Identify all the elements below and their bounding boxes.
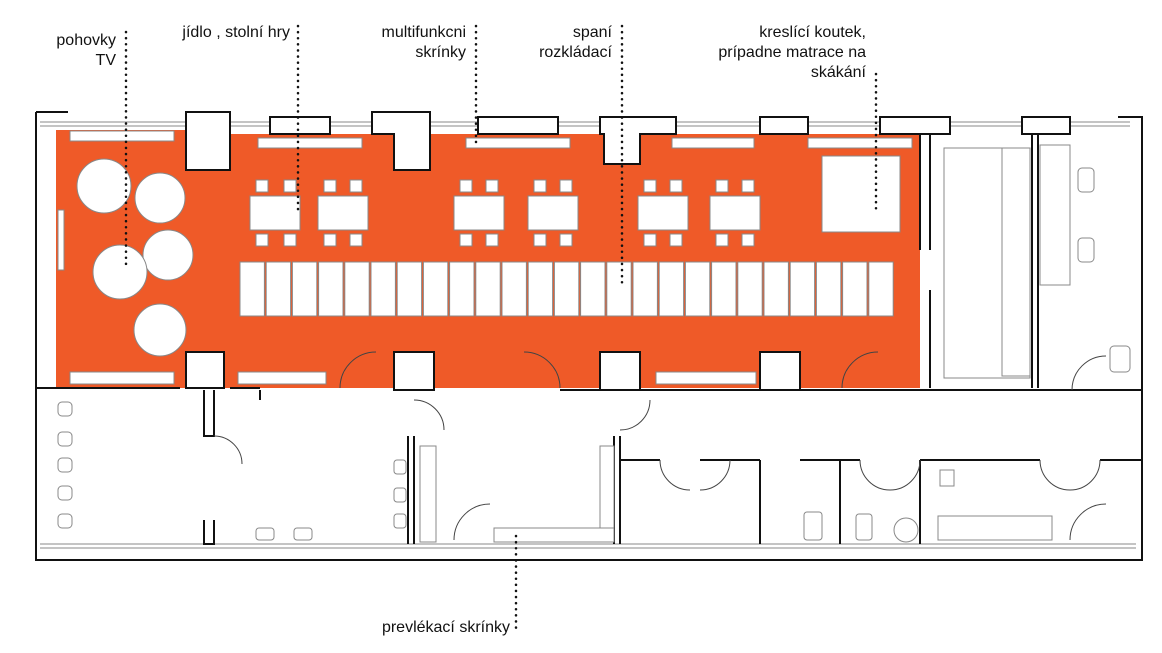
drawing-mat: [821, 155, 901, 233]
doors: [213, 351, 1107, 541]
label-line: spaní: [572, 24, 612, 41]
shelf: [69, 371, 175, 385]
label-pohovky-tv: pohovky TV: [56, 31, 116, 71]
label-line: multifunkcni: [381, 24, 466, 41]
table: [709, 195, 761, 231]
label-line: TV: [95, 52, 116, 69]
shelf: [69, 130, 175, 142]
folding-bed: [475, 261, 501, 317]
label-line: prevlékací skrínky: [381, 619, 510, 636]
table: [637, 195, 689, 231]
folding-bed: [632, 261, 658, 317]
chairs: [255, 179, 755, 247]
label-jidlo: jídlo , stolní hry: [182, 23, 290, 43]
label-prevlekaci-skrinky: prevlékací skrínky: [382, 618, 510, 638]
table: [317, 195, 369, 231]
folding-bed: [842, 261, 868, 317]
label-spani-rozkladaci: spaní rozkládací: [539, 23, 612, 63]
folding-bed: [684, 261, 711, 317]
folding-beds: [239, 261, 894, 317]
round-sofa: [92, 244, 148, 300]
label-line: jídlo , stolní hry: [182, 24, 290, 41]
round-sofa: [142, 229, 194, 281]
folding-bed: [763, 261, 789, 317]
folding-bed: [265, 261, 292, 317]
folding-bed: [658, 261, 685, 317]
folding-bed: [239, 261, 265, 317]
folding-bed: [344, 261, 370, 317]
folding-bed: [737, 261, 763, 317]
round-sofa: [133, 303, 187, 357]
folding-bed: [527, 261, 554, 317]
folding-bed: [449, 261, 475, 317]
shelf: [465, 137, 571, 149]
folding-bed: [501, 261, 527, 317]
label-line: rozkládací: [539, 44, 612, 61]
folding-bed: [370, 261, 396, 317]
orange-zone: [56, 130, 920, 388]
leader-lines: [124, 24, 878, 630]
folding-bed: [815, 261, 842, 317]
label-line: prípadne matrace na: [718, 44, 866, 61]
activity-zone: [56, 130, 920, 388]
folding-bed: [580, 261, 606, 317]
table: [249, 195, 301, 231]
folding-bed: [422, 261, 449, 317]
shelf: [257, 137, 363, 149]
folding-bed: [396, 261, 423, 317]
label-line: skákání: [810, 64, 866, 81]
wall-pillars: [185, 111, 1071, 391]
round-sofa: [76, 158, 132, 214]
label-line: skrínky: [415, 44, 466, 61]
table: [453, 195, 505, 231]
folding-bed: [711, 261, 737, 317]
label-kreslici-koutek: kreslící koutek, prípadne matrace na ská…: [718, 23, 866, 83]
folding-bed: [553, 261, 580, 317]
label-line: pohovky: [56, 32, 116, 49]
shelf: [671, 137, 755, 149]
shelf: [807, 137, 913, 149]
tv: [57, 209, 65, 271]
furniture: [57, 130, 1131, 543]
folding-bed: [606, 261, 632, 317]
folding-bed: [291, 261, 318, 317]
round-sofa: [134, 172, 186, 224]
folding-bed: [318, 261, 344, 317]
label-line: kreslící koutek,: [759, 24, 866, 41]
shelf: [655, 371, 757, 385]
folding-bed: [868, 261, 894, 317]
label-multifunkcni-skrinky: multifunkcni skrínky: [382, 23, 466, 63]
table: [527, 195, 579, 231]
folding-bed: [789, 261, 816, 317]
shelf: [237, 371, 327, 385]
toilets: [57, 401, 73, 529]
interior-walls: [36, 134, 1142, 545]
